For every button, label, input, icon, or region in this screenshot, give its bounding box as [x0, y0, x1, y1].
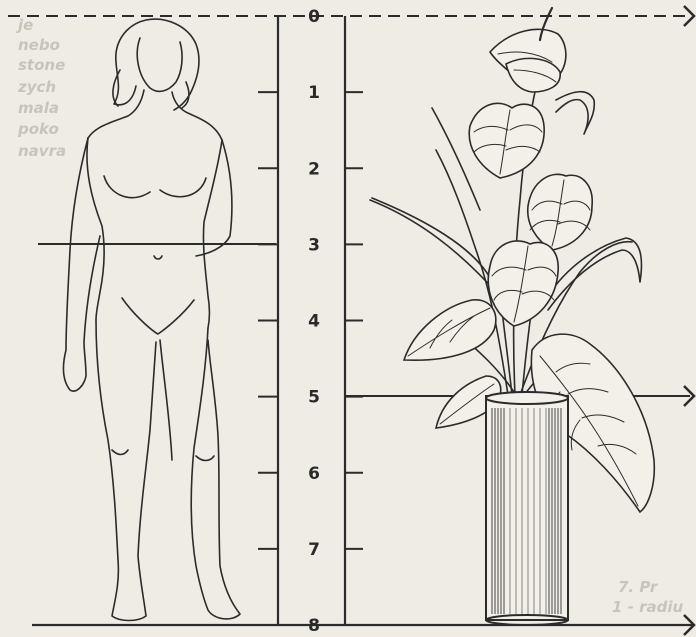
figure-face	[137, 38, 182, 91]
scale-labels: 0 1 2 3 4 5 6 7 8	[308, 7, 320, 636]
figure-left-arm	[63, 138, 100, 391]
figure-torso-right	[203, 140, 222, 328]
anthurium-leaf-left	[404, 300, 496, 360]
bleed-text-0: je	[16, 16, 33, 34]
scale-label-5: 5	[308, 388, 320, 408]
grass-blade-top-right	[556, 92, 594, 134]
figure-chest-right	[160, 178, 206, 197]
bleed-text-7: 7. Pr	[618, 578, 659, 596]
anthurium-leaf-upper	[469, 103, 544, 178]
scale-label-7: 7	[308, 540, 320, 560]
bleed-text-1: nebo	[18, 36, 60, 54]
anthurium-flower-second	[506, 58, 560, 92]
scale-label-1: 1	[308, 83, 320, 103]
flower-arrangement-illustration	[370, 8, 654, 625]
figure-hair	[114, 19, 199, 110]
figure-inner-leg	[160, 340, 172, 460]
bleed-text-2: stone	[18, 56, 65, 74]
figure-right-leg	[191, 328, 240, 619]
figure-left-knee	[112, 450, 128, 455]
scale-label-2: 2	[308, 159, 320, 179]
scale-label-3: 3	[308, 235, 320, 255]
grass-blade-left	[370, 198, 496, 292]
figure-right-arm	[196, 140, 232, 256]
figure-hip-line	[122, 298, 194, 334]
top-arrow-icon	[684, 6, 694, 26]
anthurium-leaf-center	[488, 241, 558, 326]
bleed-text-6: navra	[18, 142, 66, 160]
standing-figure-illustration	[63, 19, 240, 620]
scale-label-8: 8	[308, 616, 320, 636]
anthurium-leaf-middle-right	[528, 174, 592, 250]
bleed-text-5: poko	[17, 120, 59, 138]
bleed-text-4: mala	[18, 99, 59, 117]
figure-chest-left	[104, 176, 150, 198]
figure-navel	[154, 256, 162, 259]
cylindrical-vase	[486, 392, 568, 625]
figure-left-shoulder	[88, 90, 144, 138]
figure-right-knee	[196, 456, 214, 461]
figure-right-shoulder	[172, 92, 222, 140]
bleed-text-8: 1 - radiu	[612, 598, 684, 616]
bleed-text-3: zych	[17, 78, 56, 96]
scale-label-6: 6	[308, 464, 320, 484]
scale-label-0: 0	[308, 7, 320, 27]
scale-label-4: 4	[308, 312, 320, 332]
figure-left-leg	[96, 320, 156, 621]
